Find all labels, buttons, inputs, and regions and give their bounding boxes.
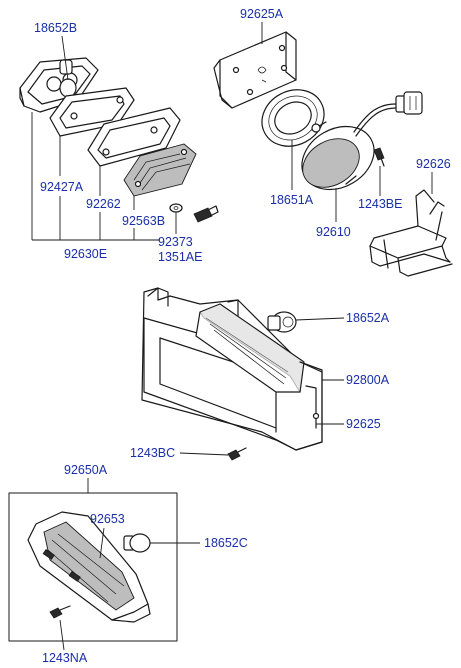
bulb-18652c bbox=[123, 533, 151, 553]
label-92630e: 92630E bbox=[64, 247, 107, 261]
label-92800a: 92800A bbox=[346, 373, 390, 387]
label-92625: 92625 bbox=[346, 417, 381, 431]
screw-1243be bbox=[373, 147, 385, 167]
label-1243be: 1243BE bbox=[358, 197, 402, 211]
housing-92800a bbox=[141, 287, 323, 451]
bracket-92626 bbox=[369, 189, 453, 277]
bracket-92625a bbox=[213, 31, 297, 109]
label-92626: 92626 bbox=[416, 157, 451, 171]
leaders-bottom bbox=[59, 527, 200, 651]
label-18652b: 18652B bbox=[34, 21, 77, 35]
label-92625a: 92625A bbox=[240, 7, 284, 21]
screw-1243bc bbox=[227, 447, 247, 461]
lamp-housing-92630e bbox=[19, 57, 219, 223]
leaders-top-right bbox=[261, 22, 433, 222]
label-92427a: 92427A bbox=[40, 180, 84, 194]
label-92563b: 92563B bbox=[122, 214, 165, 228]
leaders-middle bbox=[179, 317, 345, 456]
lamp-92610 bbox=[301, 91, 423, 191]
label-1243na: 1243NA bbox=[42, 651, 88, 665]
label-92610: 92610 bbox=[316, 225, 351, 239]
label-1243bc: 1243BC bbox=[130, 446, 175, 460]
label-92373: 92373 bbox=[158, 235, 193, 249]
lamp-92653 bbox=[27, 511, 151, 623]
assembly-box-92650a bbox=[8, 478, 178, 642]
screw-1243na bbox=[49, 605, 71, 619]
label-18652c: 18652C bbox=[204, 536, 248, 550]
part-labels: 18652B 92625A 92427A 92262 92563B 92373 … bbox=[34, 7, 451, 665]
label-18652a: 18652A bbox=[346, 311, 390, 325]
gasket-18651a bbox=[261, 89, 325, 147]
leaders-top-left bbox=[31, 35, 177, 241]
label-18651a: 18651A bbox=[270, 193, 314, 207]
label-92262: 92262 bbox=[86, 197, 121, 211]
label-92650a: 92650A bbox=[64, 463, 108, 477]
label-1351ae: 1351AE bbox=[158, 250, 202, 264]
label-92653: 92653 bbox=[90, 512, 125, 526]
